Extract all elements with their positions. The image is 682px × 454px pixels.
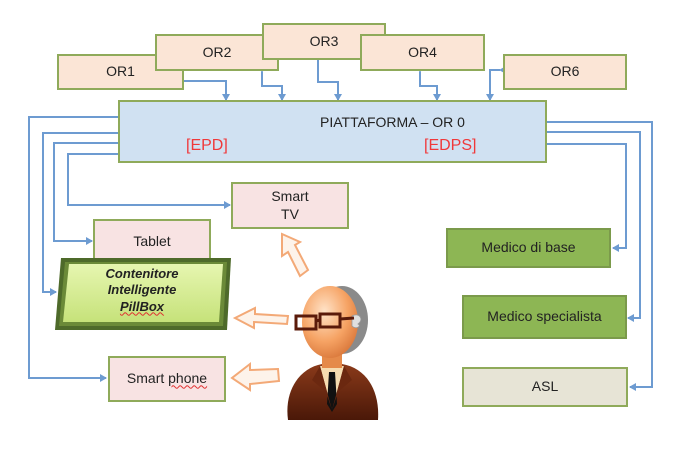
- connector-pillbox: [42, 129, 125, 296]
- device-smart-phone-word2: phone: [168, 370, 208, 387]
- actor-medico-specialista-label: Medico specialista: [487, 308, 602, 325]
- actor-medico-di-base: Medico di base: [446, 228, 611, 268]
- platform-tag-edps: [EDPS]: [424, 137, 477, 154]
- connector-tablet: [53, 139, 125, 245]
- user-arrow-to-smarttv: [281, 232, 310, 278]
- device-pillbox: Contenitore Intelligente PillBox: [82, 266, 202, 315]
- device-tablet: Tablet: [93, 219, 211, 265]
- connector-medico-base: [539, 140, 627, 252]
- connector-specialista: [541, 128, 641, 322]
- elderly-user-icon: [287, 286, 379, 420]
- node-or6: OR6: [503, 54, 627, 90]
- device-smart-tv-line1: Smart: [271, 188, 309, 204]
- platform-box: PIATTAFORMA – OR 0 [EPD] [EDPS]: [118, 100, 547, 163]
- actor-medico-di-base-label: Medico di base: [481, 239, 576, 256]
- connector-smartphone: [28, 113, 125, 382]
- node-or6-label: OR6: [550, 63, 580, 80]
- device-smart-tv: Smart TV: [231, 182, 349, 229]
- connector-smarttv: [67, 150, 231, 209]
- node-or1-label: OR1: [106, 63, 135, 80]
- node-or1: OR1: [57, 54, 184, 90]
- device-pillbox-shape: [55, 258, 231, 330]
- device-smart-tv-line2: TV: [281, 205, 299, 222]
- actor-asl-label: ASL: [531, 378, 559, 395]
- connector-or2: [258, 66, 286, 101]
- device-pillbox-line1: Contenitore: [105, 266, 179, 281]
- user-arrow-to-smartphone: [230, 361, 281, 392]
- device-smart-phone: Smart phone: [108, 356, 226, 402]
- platform-tag-epd: [EPD]: [186, 137, 228, 154]
- connector-or4: [416, 66, 441, 101]
- node-or3-label: OR3: [309, 32, 339, 49]
- node-or4-label: OR4: [408, 43, 437, 60]
- connector-or6: [486, 66, 506, 101]
- node-or4: OR4: [360, 34, 485, 71]
- device-tablet-label: Tablet: [133, 233, 171, 250]
- device-pillbox-line2: Intelligente: [107, 282, 177, 298]
- platform-label: PIATTAFORMA – OR 0: [320, 114, 465, 130]
- actor-asl: ASL: [462, 367, 628, 407]
- user-arrow-to-pillbox: [232, 306, 290, 330]
- device-smart-phone-word1: Smart: [126, 370, 165, 387]
- connector-or3: [314, 54, 342, 101]
- actor-medico-specialista: Medico specialista: [462, 295, 627, 339]
- connector-or1: [177, 77, 230, 101]
- node-or2: OR2: [155, 34, 279, 71]
- device-pillbox-line3: PillBox: [119, 298, 165, 314]
- node-or2-label: OR2: [202, 43, 232, 60]
- connector-asl: [541, 118, 653, 391]
